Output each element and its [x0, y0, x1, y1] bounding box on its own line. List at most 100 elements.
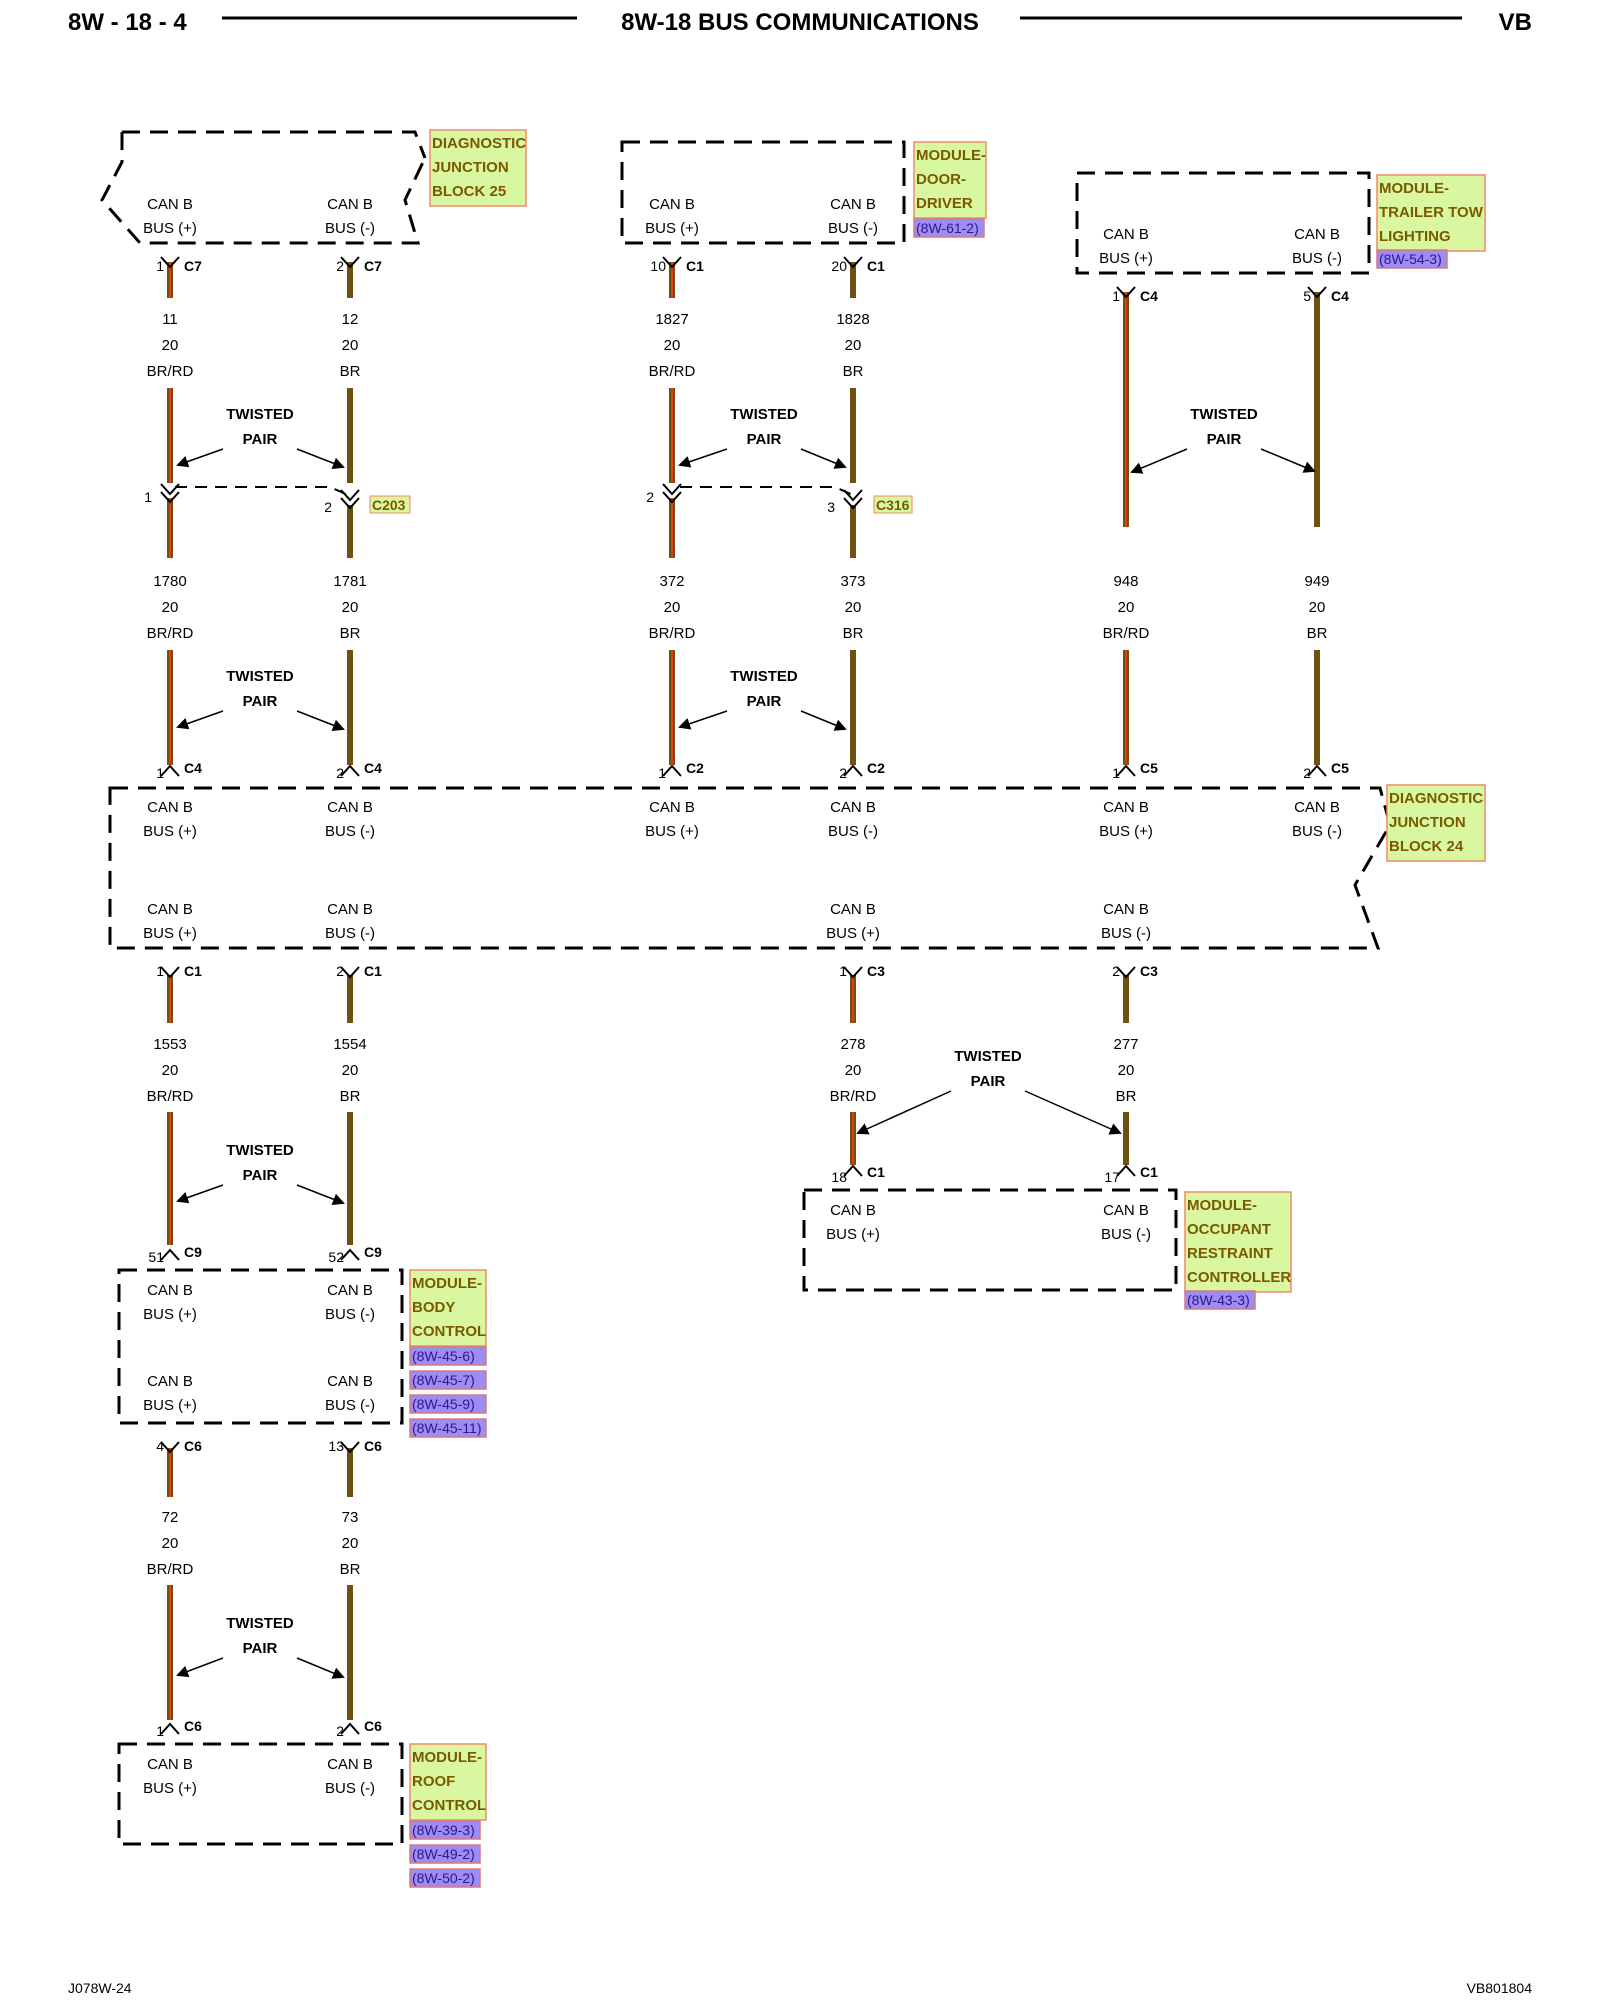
twist-2-arrow-right [800, 448, 847, 469]
pin-j_c5a: 1 [1112, 765, 1120, 781]
page-header: 8W - 18 - 4 8W-18 BUS COMMUNICATIONS VB [68, 9, 1532, 36]
twist-3-label-2: PAIR [1207, 431, 1242, 448]
djb24-tag-line-3: BLOCK 24 [1389, 838, 1464, 855]
wire-color-w12: BR [340, 363, 361, 380]
wire-circuit-w73: 73 [342, 1509, 359, 1526]
pin-c7a: 1 [156, 258, 164, 274]
trailer-pos-can: CAN B [1103, 226, 1149, 243]
wire-color-w1827: BR/RD [649, 363, 696, 380]
djb25-tag-line-2: JUNCTION [432, 159, 509, 176]
wire-gauge-w73: 20 [342, 1535, 359, 1552]
roof-neg-can: CAN B [327, 1756, 373, 1773]
djb25-tag-bg [429, 129, 527, 207]
conn-j_c2a: C2 [686, 760, 704, 776]
wire-circuit-w277: 277 [1113, 1036, 1138, 1053]
trailer-module-box [1075, 171, 1371, 275]
body-3-bus: BUS (+) [143, 1397, 197, 1414]
wire-color-w11: BR/RD [147, 363, 194, 380]
pin-j_c3b: 2 [1112, 963, 1120, 979]
wire-color-w1780: BR/RD [147, 625, 194, 642]
orc-tag-line-2: OCCUPANT [1187, 1221, 1271, 1238]
body-2-bus: BUS (-) [325, 1306, 375, 1323]
sym-c7b [340, 256, 360, 269]
sym-jc4b [340, 764, 360, 777]
orc-neg-bus: BUS (-) [1101, 1226, 1151, 1243]
twist-3-arrow-right [1260, 448, 1316, 473]
door-ref[interactable]: (8W-61-2) [916, 220, 979, 236]
djb24-tag-line-1: DIAGNOSTIC [1389, 790, 1483, 807]
pin-j_c4b: 2 [336, 765, 344, 781]
body-tag-line-1: MODULE- [412, 1275, 482, 1292]
sym-c1b [843, 256, 863, 269]
roof-ref-2[interactable]: (8W-49-2) [412, 1846, 475, 1862]
wire-gauge-w1554: 20 [342, 1062, 359, 1079]
body-ref-2[interactable]: (8W-45-7) [412, 1372, 475, 1388]
djb24-bot-4-can: CAN B [1103, 901, 1149, 918]
can-labels: CAN B BUS (+) CAN B BUS (-) CAN B BUS (+) CAN … [143, 196, 1342, 1797]
djb25-pos-bus: BUS (+) [143, 220, 197, 237]
sym-jc2a [662, 764, 682, 777]
page-number: 8W - 18 - 4 [68, 9, 187, 36]
djb24-top-3-can: CAN B [649, 799, 695, 816]
sym-jc4a [160, 764, 180, 777]
wire-circuit-w1827: 1827 [655, 311, 688, 328]
conn-orc_c1a: C1 [867, 1164, 885, 1180]
twist-2-arrow-left [678, 448, 728, 468]
pin-c316a: 2 [646, 489, 654, 505]
body-ref-3-bg [409, 1394, 487, 1414]
djb24-bot-1-bus: BUS (+) [143, 925, 197, 942]
trailer-ref[interactable]: (8W-54-3) [1379, 251, 1442, 267]
djb24-top-6-bus: BUS (-) [1292, 823, 1342, 840]
orc-ref[interactable]: (8W-43-3) [1187, 1292, 1250, 1308]
body-ref-1[interactable]: (8W-45-6) [412, 1348, 475, 1364]
twist-3-label-1: TWISTED [1190, 406, 1258, 423]
djb24-bot-2-can: CAN B [327, 901, 373, 918]
twist-2-label-1: TWISTED [730, 406, 798, 423]
pin-c4ta: 1 [1112, 288, 1120, 304]
conn-j_c3a: C3 [867, 963, 885, 979]
pin-j_c1b: 2 [336, 963, 344, 979]
conn-bc_c9a: C9 [184, 1244, 202, 1260]
c316-link [680, 486, 854, 496]
wire-circuit-w1828: 1828 [836, 311, 869, 328]
trailer-tag-line-2: TRAILER TOW [1379, 204, 1484, 221]
wire-color-w948: BR/RD [1103, 625, 1150, 642]
twist-4-arrow-left [176, 710, 224, 730]
sym-bc9a [160, 1248, 180, 1261]
sym-c4ta [1116, 286, 1136, 299]
djb24-bot-2-bus: BUS (-) [325, 925, 375, 942]
door-tag-line-1: MODULE- [916, 147, 986, 164]
roof-ref-1[interactable]: (8W-39-3) [412, 1822, 475, 1838]
pin-orc_c1a: 18 [831, 1169, 847, 1185]
body-ref-3[interactable]: (8W-45-9) [412, 1396, 475, 1412]
djb24-bot-4-bus: BUS (-) [1101, 925, 1151, 942]
door-tag-line-3: DRIVER [916, 195, 973, 212]
wire-gauge-w11: 20 [162, 337, 179, 354]
djb25-neg-bus: BUS (-) [325, 220, 375, 237]
wire-circuit-w1554: 1554 [333, 1036, 366, 1053]
twist-6-label-1: TWISTED [226, 1142, 294, 1159]
conn-rc_c6b: C6 [364, 1718, 382, 1734]
djb25-pos-can: CAN B [147, 196, 193, 213]
conn-c1a: C1 [686, 258, 704, 274]
conn-bc_c6b: C6 [364, 1438, 382, 1454]
conn-j_c1a: C1 [184, 963, 202, 979]
djb24-top-5-can: CAN B [1103, 799, 1149, 816]
sym-orc1b [1116, 1164, 1136, 1177]
connector-symbols [160, 256, 1327, 1735]
conn-bc_c6a: C6 [184, 1438, 202, 1454]
door-neg-bus: BUS (-) [828, 220, 878, 237]
sym-jc5b [1307, 764, 1327, 777]
body-ref-4[interactable]: (8W-45-11) [412, 1420, 482, 1436]
djb25-neg-can: CAN B [327, 196, 373, 213]
roof-ref-2-bg [409, 1844, 481, 1864]
twist-4-arrow-right [296, 710, 345, 731]
sym-orc1a [843, 1164, 863, 1177]
djb24-top-1-can: CAN B [147, 799, 193, 816]
footer-right: VB801804 [1467, 1980, 1533, 1996]
module-boxes [100, 130, 1392, 1846]
door-tag-line-2: DOOR- [916, 171, 966, 188]
roof-ref-3[interactable]: (8W-50-2) [412, 1870, 475, 1886]
body-ref-1-bg [409, 1346, 487, 1366]
